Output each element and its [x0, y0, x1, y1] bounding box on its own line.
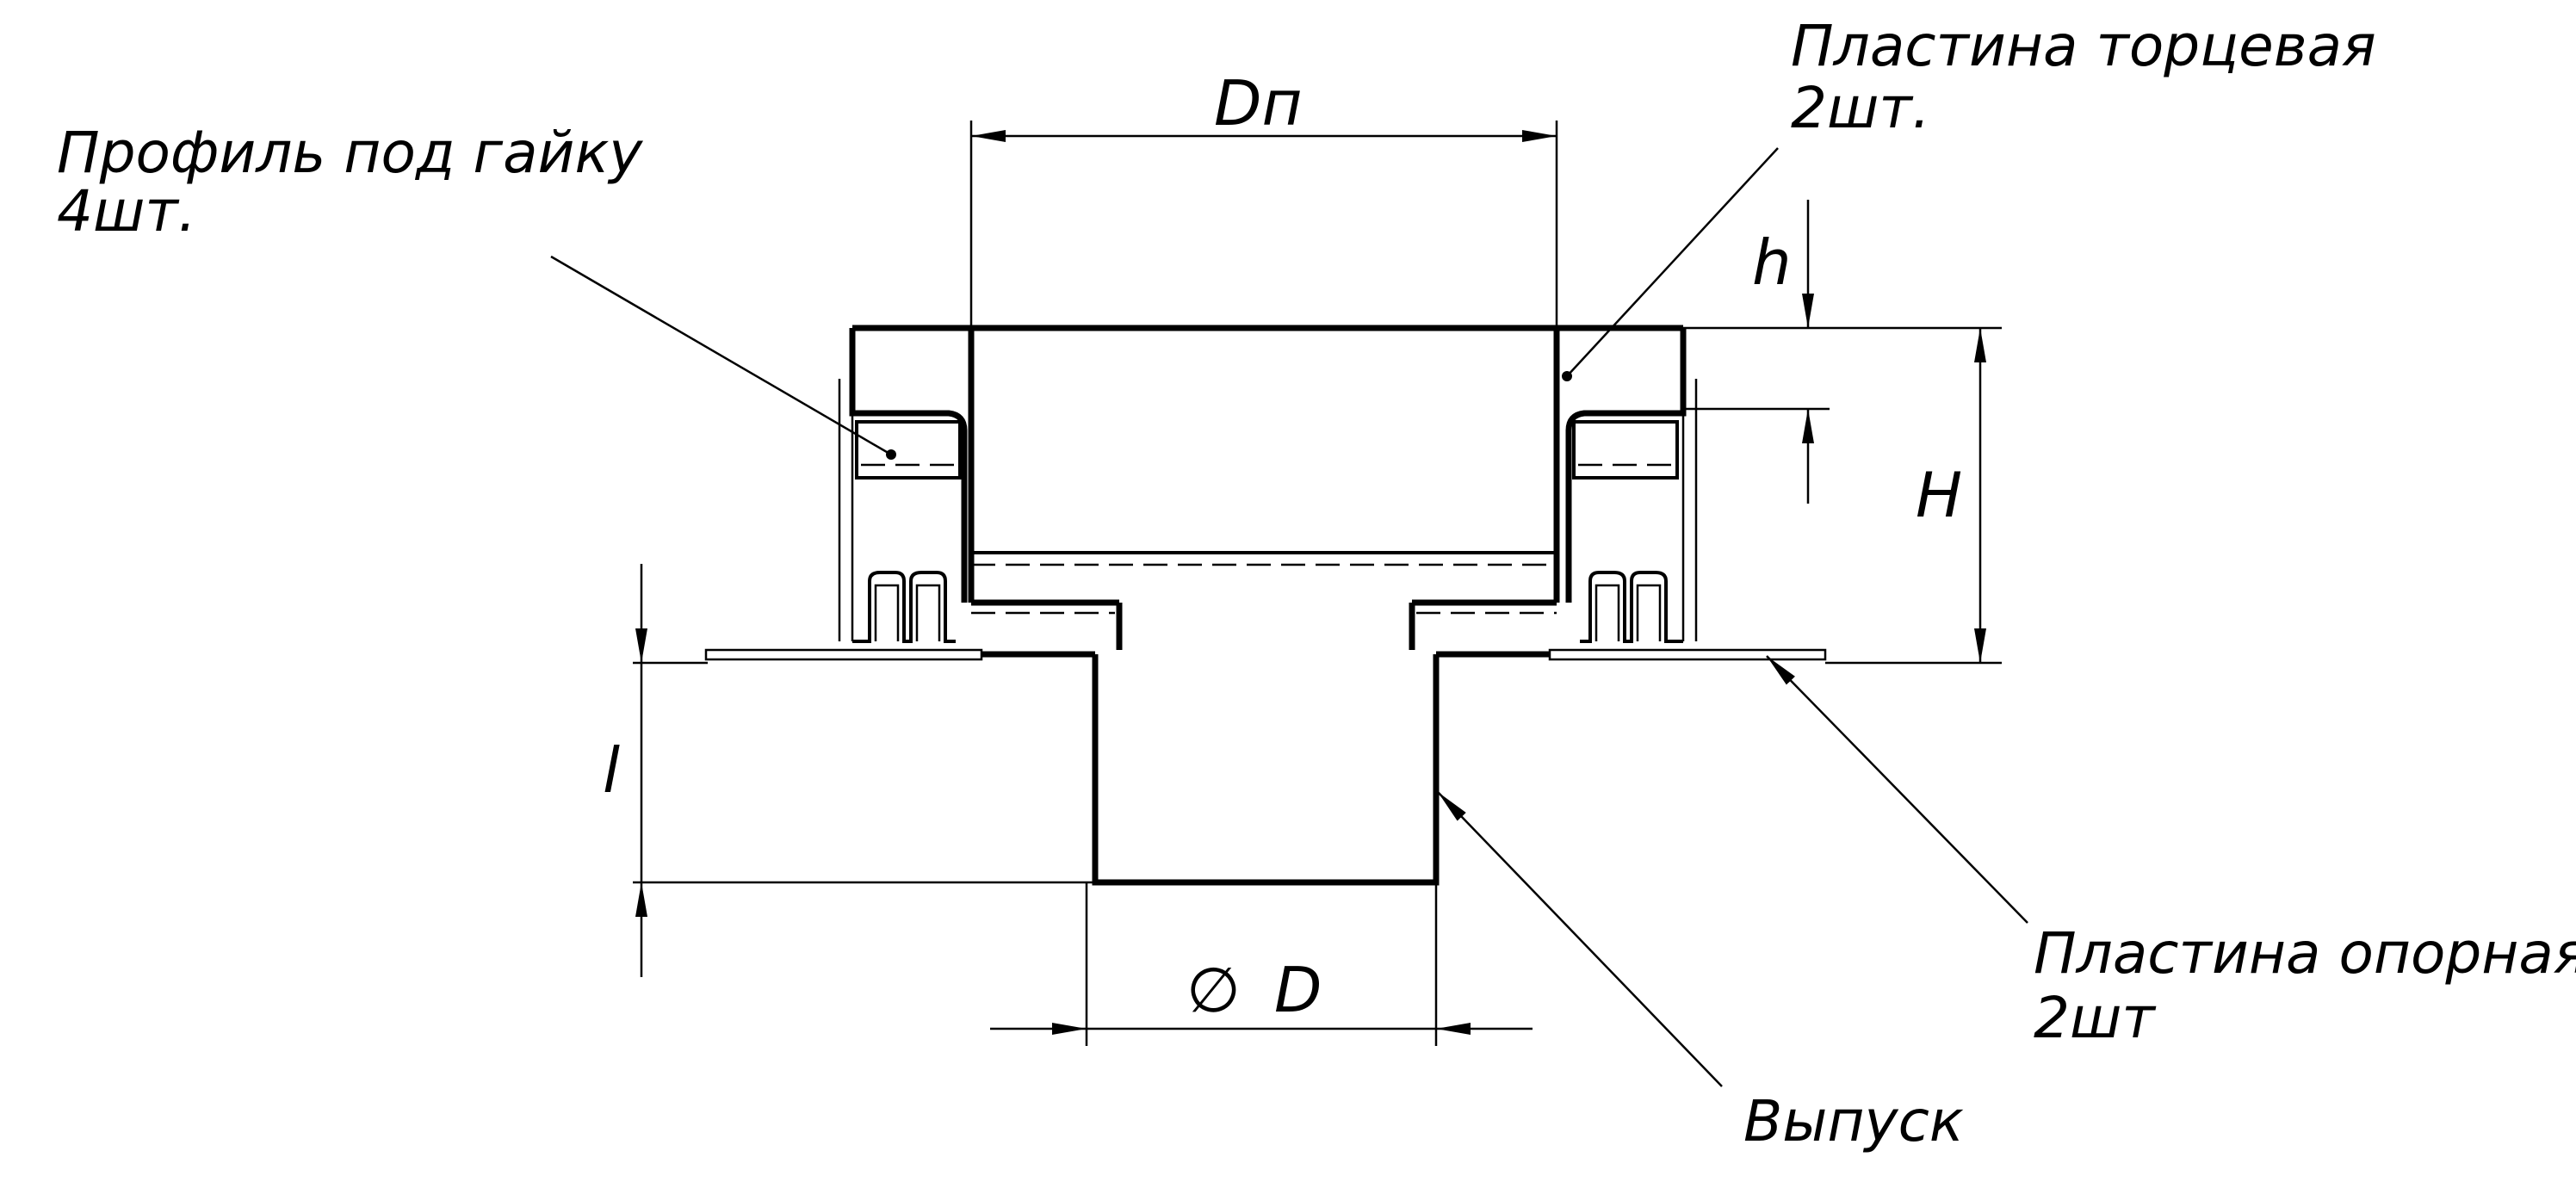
drain-body	[704, 325, 1827, 886]
left-nut-profile	[855, 420, 962, 480]
leader-profile	[550, 255, 892, 456]
dim-H-large: H	[1916, 459, 1962, 531]
label-support-plate-line1: Пластина опорная	[2034, 920, 2576, 987]
label-support-plate-line2: 2шт	[2034, 985, 2157, 1051]
right-corrugation	[1580, 571, 1683, 643]
leader-end-plate	[1566, 147, 1779, 377]
right-nut-profile	[1572, 420, 1679, 480]
leader-outlet	[1437, 791, 1723, 1087]
dim-diameter-symbol: ∅	[1186, 954, 1241, 1026]
leader-lines	[550, 147, 2028, 1087]
dim-l: l	[603, 734, 620, 807]
label-profile-line1: Профиль под гайку	[57, 120, 643, 186]
dim-h-small: h	[1752, 226, 1792, 299]
label-profile-line2: 4шт.	[57, 178, 196, 244]
callout-texts: Профиль под гайку 4шт. Пластина торцевая…	[57, 13, 2576, 1154]
label-end-plate-line1: Пластина торцевая	[1791, 13, 2376, 79]
dim-dn: Dп	[1214, 67, 1303, 139]
leader-end-plate-dot	[1562, 371, 1572, 381]
label-outlet: Выпуск	[1743, 1088, 1964, 1154]
dim-d: D	[1274, 954, 1322, 1026]
left-corrugation	[852, 571, 956, 643]
support-plate-right	[1548, 648, 1827, 661]
left-corrugation-inner	[874, 584, 941, 641]
right-corrugation-inner	[1595, 584, 1662, 641]
dimension-lines	[633, 121, 2002, 1046]
right-outer-upstand	[1565, 328, 1687, 603]
left-outer-upstand	[849, 328, 968, 603]
leader-profile-dot	[886, 449, 896, 460]
support-plate-left	[704, 648, 983, 661]
label-end-plate-line2: 2шт.	[1791, 75, 1930, 141]
outlet-pipe	[1092, 654, 1440, 886]
dimension-texts: Dп h H l ∅ D	[603, 67, 1962, 1026]
leader-support-plate	[1766, 655, 2028, 924]
